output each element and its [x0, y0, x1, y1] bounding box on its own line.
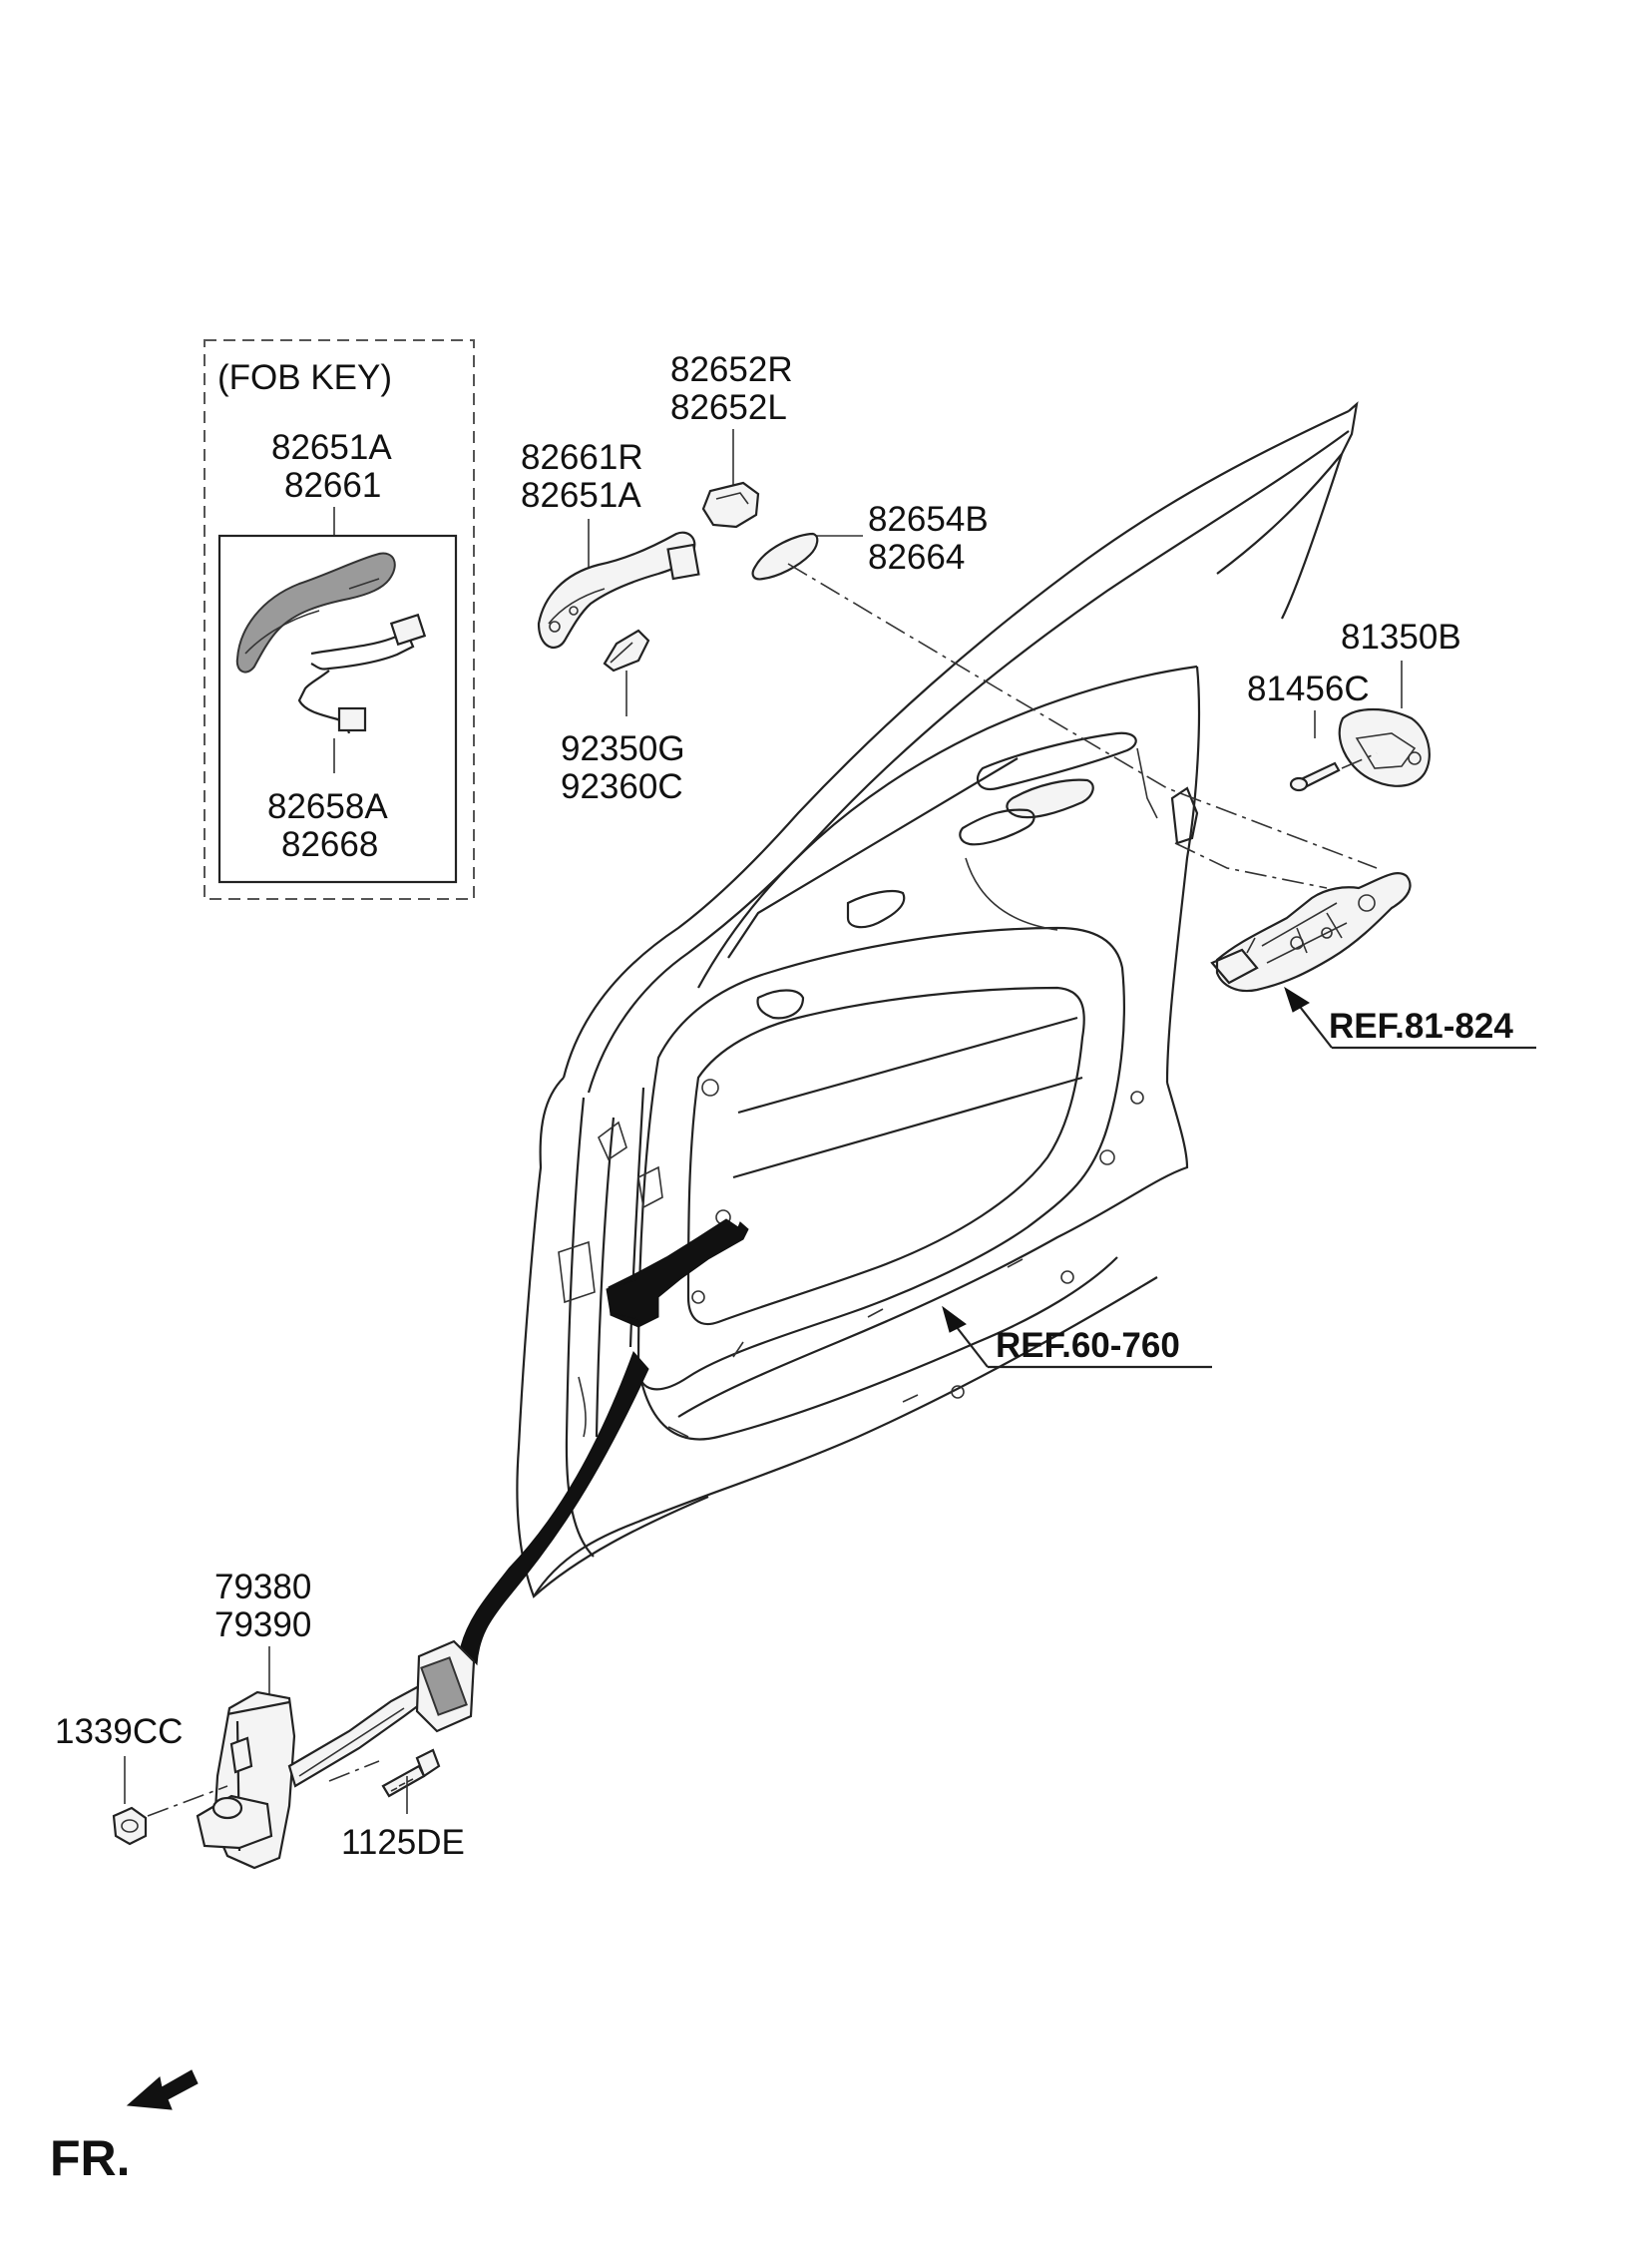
- fob-handle-label-2[interactable]: 82661: [284, 466, 381, 505]
- pad-label-1[interactable]: 82654B: [868, 500, 989, 539]
- door-latch: [1215, 872, 1412, 993]
- latch-reference[interactable]: REF.81-824: [1329, 1007, 1513, 1046]
- sensor-group: 92350G 92360C: [561, 629, 685, 806]
- pad-label-2[interactable]: 82664: [868, 538, 965, 577]
- front-label: FR.: [50, 2130, 131, 2186]
- nut-label[interactable]: 1339CC: [55, 1712, 183, 1751]
- checker-bolt: [381, 1764, 426, 1798]
- antenna-sensor: [603, 629, 650, 673]
- front-arrow-icon: [126, 2069, 199, 2110]
- sensor-label-1[interactable]: 92350G: [561, 729, 685, 768]
- fob-harness-label-1[interactable]: 82658A: [267, 787, 388, 826]
- handle-label-1[interactable]: 82661R: [521, 438, 643, 477]
- door-striker: [1338, 708, 1431, 787]
- front-direction-indicator: FR.: [50, 2069, 199, 2186]
- bolt-group: 1125DE: [341, 1748, 465, 1862]
- cap-label-1[interactable]: 82652R: [670, 350, 793, 389]
- striker-screw-label[interactable]: 81456C: [1247, 670, 1370, 708]
- nut-group: 1339CC: [55, 1712, 183, 1846]
- fob-key-inner-frame: [217, 534, 458, 884]
- checker-label-2[interactable]: 79390: [214, 1605, 311, 1644]
- handle-pad: [751, 532, 819, 581]
- outside-handle-group: 82661R 82651A: [521, 438, 700, 650]
- fob-key-dashed-frame: [204, 339, 475, 900]
- door-reference-group: REF.60-760: [942, 1305, 1212, 1369]
- fob-harness: [310, 631, 415, 671]
- fob-handle-label-1[interactable]: 82651A: [271, 428, 392, 467]
- fob-key-title: (FOB KEY): [217, 358, 392, 397]
- checker-arm-on-door: [608, 1218, 749, 1328]
- striker-label[interactable]: 81350B: [1341, 618, 1461, 657]
- door-reference[interactable]: REF.60-760: [996, 1326, 1180, 1365]
- checker-callout-band: [460, 1351, 649, 1666]
- handle-cap: [701, 481, 760, 529]
- sensor-label-2[interactable]: 92360C: [561, 767, 683, 806]
- door-inner-opening: [636, 926, 1125, 1391]
- checker-label-1[interactable]: 79380: [214, 1568, 311, 1606]
- door-latch-group: REF.81-824: [1210, 872, 1536, 1050]
- handle-label-2[interactable]: 82651A: [521, 476, 641, 515]
- checker-nut: [112, 1806, 148, 1846]
- handle-pad-group: 82654B 82664: [751, 500, 989, 581]
- cap-label-2[interactable]: 82652L: [670, 388, 787, 427]
- door-checker-group: 79380 79390: [147, 1568, 476, 1870]
- bolt-label[interactable]: 1125DE: [341, 1823, 465, 1862]
- door-outer-skin: [516, 1077, 709, 1598]
- door-outer-sash: [562, 410, 1350, 1079]
- handle-cap-group: 82652R 82652L: [670, 350, 793, 529]
- fob-outside-handle: [235, 552, 396, 674]
- fob-key-group: (FOB KEY) 82651A 82661 82658A 82668: [204, 339, 475, 900]
- fob-harness-label-2[interactable]: 82668: [281, 825, 378, 864]
- front-door-panel: [516, 401, 1359, 1598]
- striker-group: 81350B 81456C: [1247, 618, 1461, 792]
